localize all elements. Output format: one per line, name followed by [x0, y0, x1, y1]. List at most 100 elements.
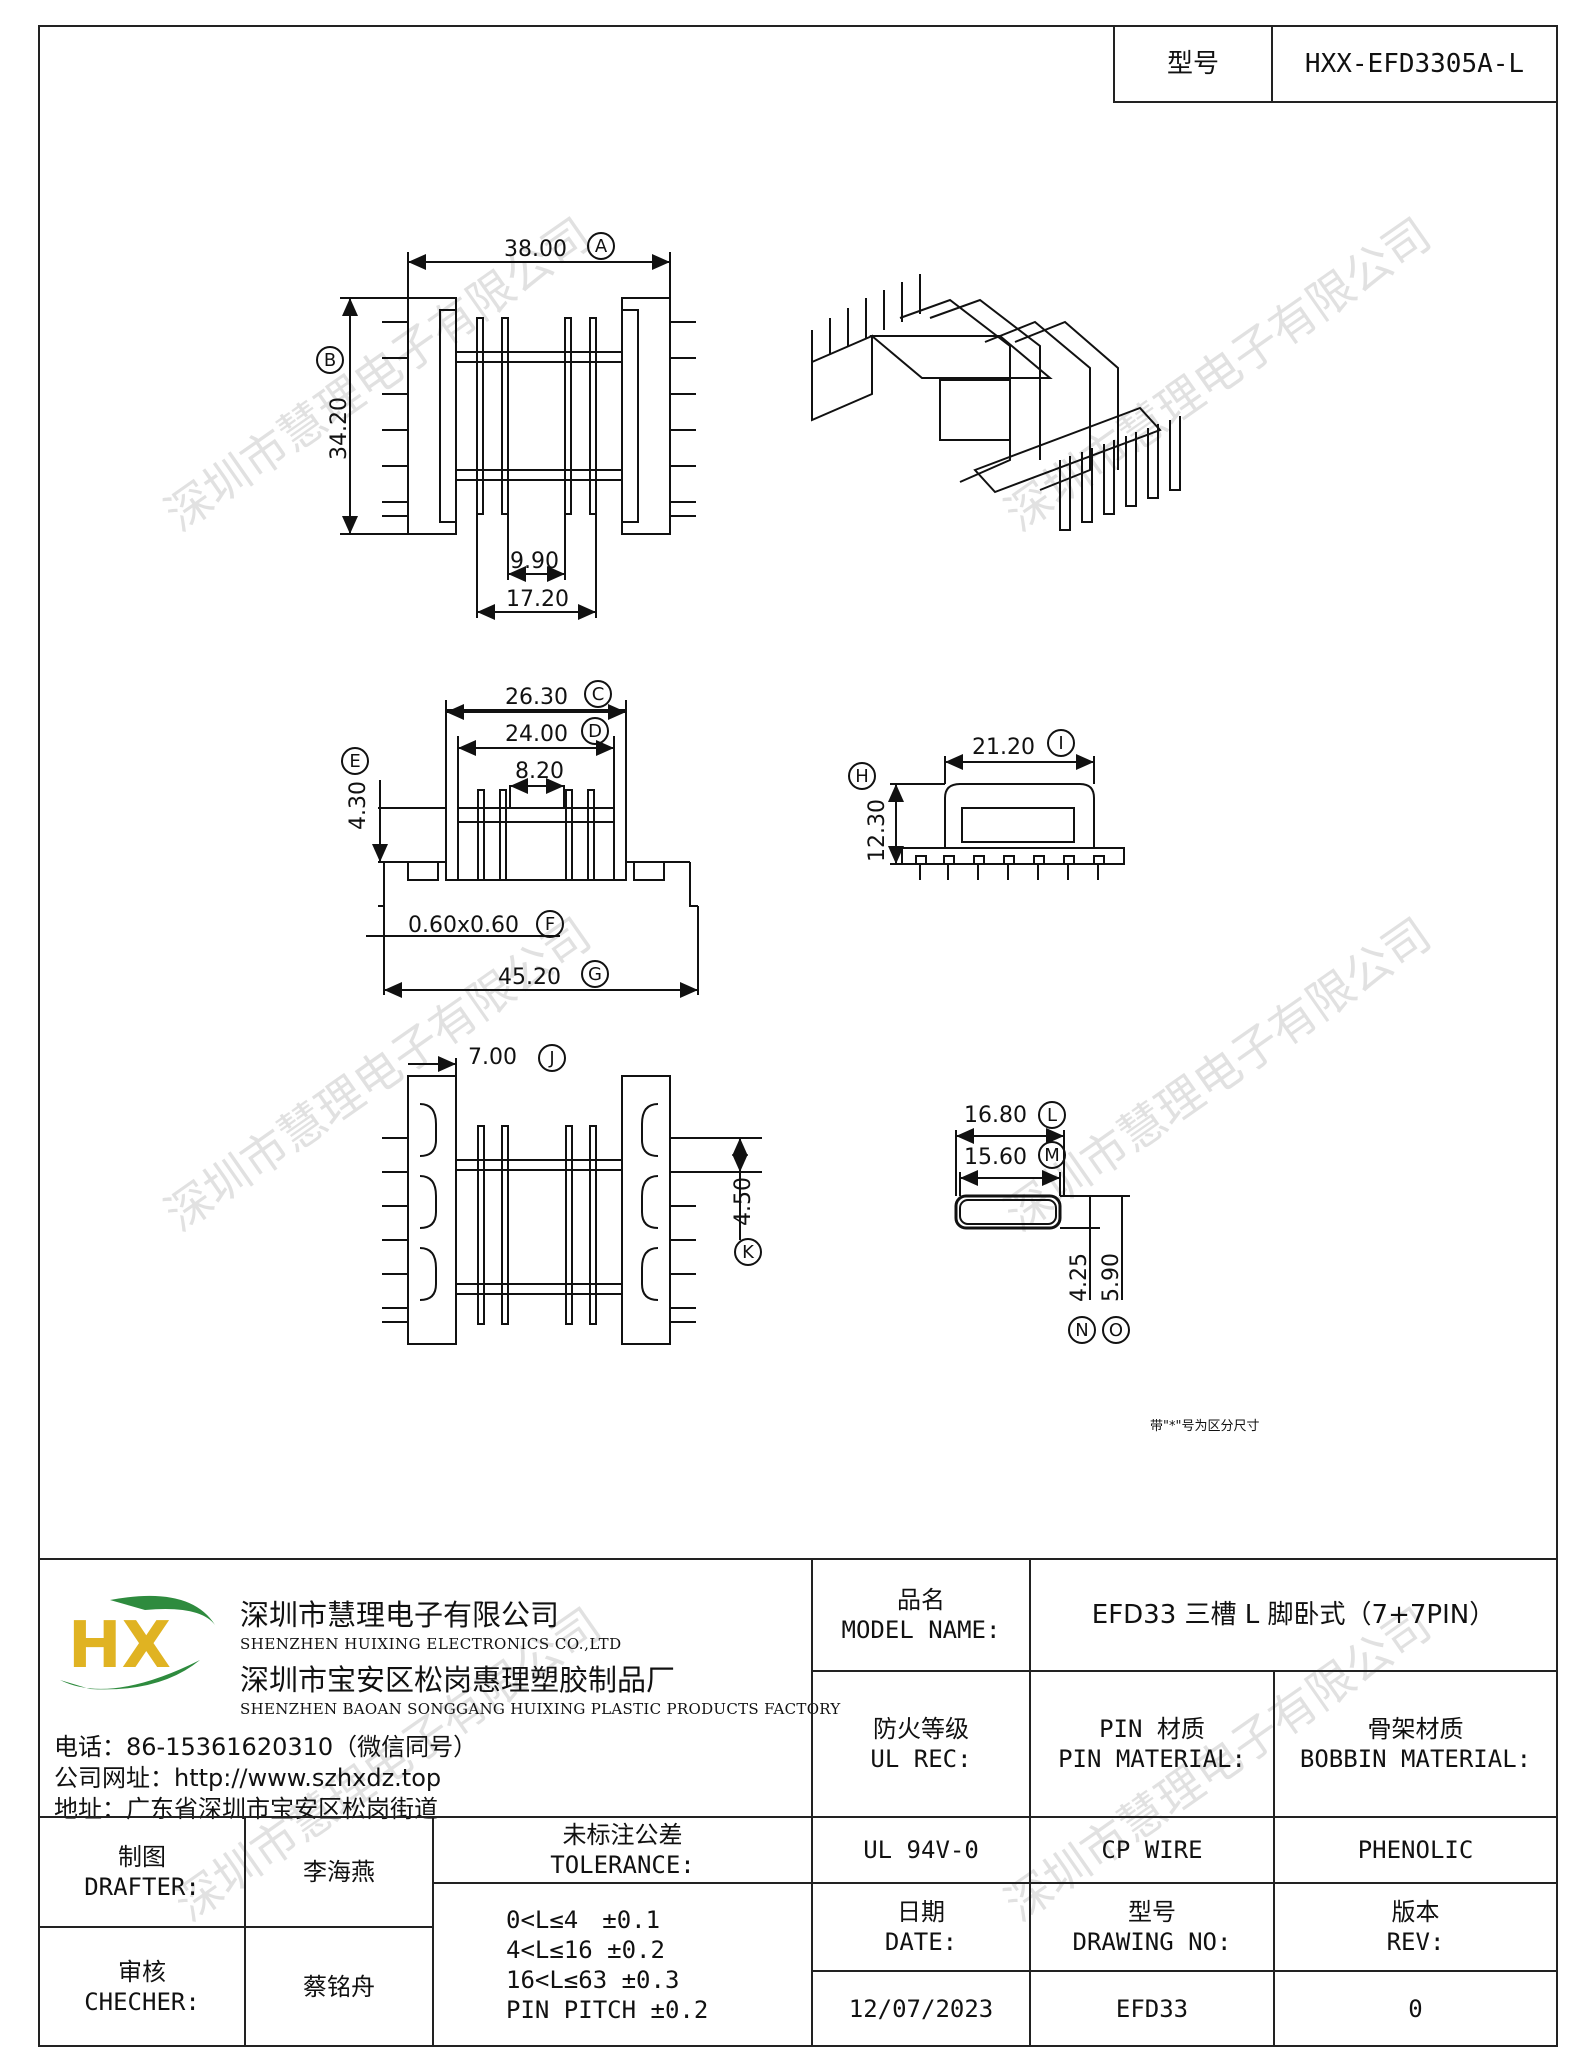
dim-i: 21.20	[972, 735, 1035, 760]
dim-n: 4.25	[1067, 1253, 1092, 1302]
circle-label-o: O	[1109, 1320, 1123, 1341]
tolerance-label-en: TOLERANCE:	[550, 1851, 695, 1879]
circle-label-f: F	[545, 914, 555, 935]
bobbin-material-label-en: BOBBIN MATERIAL:	[1299, 1745, 1532, 1773]
dim-8-20: 8.20	[515, 759, 564, 784]
circle-label-a: A	[595, 236, 608, 257]
circle-label-n: N	[1075, 1320, 1088, 1341]
company-name-en: SHENZHEN HUIXING ELECTRONICS CO.,LTD	[240, 1635, 622, 1653]
ul-rec-label-cn: 防火等级	[873, 1715, 969, 1743]
date-label-en: DATE:	[884, 1928, 958, 1956]
model-name-value-text: EFD33 三槽 L 脚卧式（7+7PIN）	[1091, 1599, 1496, 1630]
pin-section-view	[954, 1128, 1130, 1300]
tolerance-line: 4<L≤16 ±0.2	[506, 1935, 665, 1964]
factory-name-en: SHENZHEN BAOAN SONGGANG HUIXING PLASTIC …	[240, 1700, 841, 1718]
dim-17-20: 17.20	[506, 587, 569, 612]
dim-c: 26.30	[505, 685, 568, 710]
checker-label-en: CHECHER:	[84, 1987, 200, 2016]
company-phone: 电话：86-15361620310（微信同号）	[54, 1733, 478, 1761]
circle-label-l: L	[1047, 1105, 1057, 1126]
tolerance-label-cn: 未标注公差	[562, 1821, 683, 1849]
drawing-no-value: EFD33	[1029, 1970, 1275, 2047]
circle-label-h: H	[855, 766, 869, 787]
ul-rec-value-text: UL 94V-0	[863, 1836, 979, 1864]
circle-label-e: E	[349, 751, 360, 772]
header-model-value: HXX-EFD3305A-L	[1271, 25, 1558, 103]
checker-name-text: 蔡铭舟	[303, 1972, 375, 2001]
date-label: 日期 DATE:	[811, 1882, 1031, 1972]
checker-label: 审核 CHECHER:	[38, 1926, 246, 2047]
drawing-no-label-cn: 型号	[1128, 1898, 1176, 1926]
tolerance-line: PIN PITCH ±0.2	[506, 1995, 709, 2024]
header-model-label-text: 型号	[1166, 48, 1219, 79]
dim-o: 5.90	[1099, 1253, 1124, 1302]
bobbin-material-label-cn: 骨架材质	[1367, 1715, 1464, 1743]
checker-name: 蔡铭舟	[244, 1926, 434, 2047]
circle-label-c: C	[592, 684, 605, 705]
rev-value: 0	[1273, 1970, 1558, 2047]
dim-9-90: 9.90	[510, 549, 559, 574]
bobbin-material-value: PHENOLIC	[1273, 1816, 1558, 1884]
drawing-no-value-text: EFD33	[1115, 1994, 1189, 2023]
side-view	[888, 754, 1125, 880]
pin-material-value-text: CP WIRE	[1101, 1836, 1203, 1864]
drafter-label: 制图 DRAFTER:	[38, 1816, 246, 1928]
company-website: 公司网址：http://www.szhxdz.top	[54, 1764, 442, 1792]
drafter-name: 李海燕	[244, 1816, 434, 1928]
bottom-view	[382, 1056, 762, 1345]
model-name-label: 品名 MODEL NAME:	[811, 1558, 1031, 1672]
bobbin-material-label: 骨架材质 BOBBIN MATERIAL:	[1273, 1670, 1558, 1818]
top-view	[340, 252, 696, 620]
bobbin-material-value-text: PHENOLIC	[1357, 1836, 1474, 1864]
company-name-cn: 深圳市慧理电子有限公司	[240, 1598, 560, 1632]
factory-name-cn: 深圳市宝安区松岗惠理塑胶制品厂	[240, 1663, 676, 1697]
dim-e: 4.30	[346, 781, 371, 830]
dim-b: 34.20	[327, 397, 352, 460]
pin-material-value: CP WIRE	[1029, 1816, 1275, 1884]
date-value-text: 12/07/2023	[848, 1994, 994, 2023]
dim-m: 15.60	[964, 1145, 1027, 1170]
dim-h: 12.30	[865, 799, 890, 862]
dim-g: 45.20	[498, 965, 561, 990]
header-model-value-text: HXX-EFD3305A-L	[1304, 48, 1525, 79]
dim-l: 16.80	[964, 1103, 1027, 1128]
drawing-no-label: 型号 DRAWING NO:	[1029, 1882, 1275, 1972]
ul-rec-label-en: UL REC:	[870, 1745, 972, 1773]
ul-rec-label: 防火等级 UL REC:	[811, 1670, 1031, 1818]
tolerance-line: 16<L≤63 ±0.3	[506, 1965, 680, 1994]
company-logo: HX	[60, 1595, 215, 1690]
checker-label-cn: 审核	[118, 1957, 166, 1986]
dimension-note: 带"*"号为区分尺寸	[1150, 1419, 1260, 1434]
dim-f: 0.60x0.60	[408, 913, 519, 938]
dim-j: 7.00	[468, 1045, 517, 1070]
company-address: 地址：广东省深圳市宝安区松岗街道	[54, 1795, 438, 1823]
drafter-label-en: DRAFTER:	[84, 1873, 200, 1901]
front-view	[366, 700, 699, 998]
model-name-label-en: MODEL NAME:	[841, 1616, 1001, 1644]
dim-d: 24.00	[505, 722, 568, 747]
dim-k: 4.50	[731, 1177, 756, 1226]
date-value: 12/07/2023	[811, 1970, 1031, 2047]
drawing-no-label-en: DRAWING NO:	[1072, 1928, 1232, 1956]
model-name-label-cn: 品名	[897, 1586, 945, 1614]
tolerance-values: 0<L≤4 ±0.1 4<L≤16 ±0.2 16<L≤63 ±0.3 PIN …	[432, 1882, 813, 2047]
drafter-label-cn: 制图	[118, 1843, 166, 1871]
titleblock-top-line	[38, 1558, 1558, 1560]
tolerance-line: 0<L≤4 ±0.1	[506, 1905, 661, 1934]
isometric-view	[811, 274, 1181, 531]
circle-markers	[316, 232, 1130, 1344]
rev-label-cn: 版本	[1391, 1898, 1440, 1926]
pin-material-label-cn: PIN 材质	[1099, 1715, 1205, 1743]
rev-label-en: REV:	[1386, 1928, 1445, 1956]
ul-rec-value: UL 94V-0	[811, 1816, 1031, 1884]
pin-material-label: PIN 材质 PIN MATERIAL:	[1029, 1670, 1275, 1818]
circle-label-i: I	[1058, 733, 1063, 754]
circle-label-b: B	[324, 350, 336, 371]
circle-label-d: D	[588, 721, 602, 742]
circle-label-j: J	[548, 1048, 554, 1069]
circle-label-k: K	[742, 1242, 755, 1263]
circle-label-g: G	[588, 964, 602, 985]
model-name-value: EFD33 三槽 L 脚卧式（7+7PIN）	[1029, 1558, 1558, 1672]
rev-label: 版本 REV:	[1273, 1882, 1558, 1972]
date-label-cn: 日期	[897, 1898, 945, 1926]
